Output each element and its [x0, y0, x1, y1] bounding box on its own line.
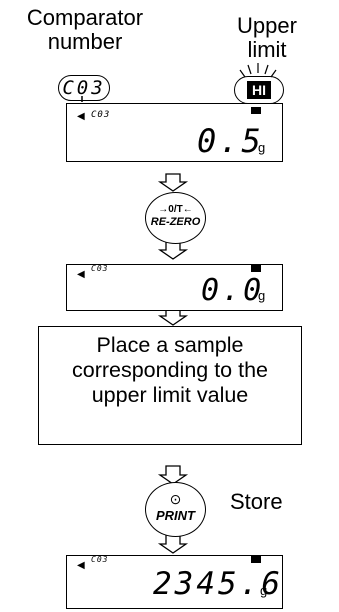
balance-display-3: ◀ C03 2345.6 g — [66, 555, 283, 609]
comparator-number-bubble: C03 — [58, 75, 110, 101]
upper-limit-label: Upper limit — [237, 13, 297, 62]
weight-value: 0.0 — [201, 273, 265, 308]
hi-indicator-icon — [251, 265, 261, 272]
left-arrow-icon: ◀ — [77, 269, 85, 280]
down-arrow-icon — [157, 173, 189, 192]
down-arrow-icon — [157, 534, 189, 554]
rezero-symbol: →0/T← — [158, 204, 193, 215]
hi-indicator-icon — [251, 107, 261, 114]
comparator-readout: C03 — [91, 264, 109, 273]
hi-badge: HI — [234, 76, 284, 104]
print-label: PRINT — [156, 508, 195, 523]
weight-value: 2345.6 — [153, 566, 283, 602]
instruction-line: Place a sample — [96, 333, 244, 357]
instruction-box: Place a sample corresponding to the uppe… — [38, 326, 302, 445]
left-arrow-icon: ◀ — [77, 560, 85, 571]
print-symbol-icon: ⊙ — [169, 491, 182, 507]
hi-indicator: HI — [247, 81, 271, 99]
balance-display-2: ◀ C03 0.0 g — [66, 264, 283, 311]
weight-unit: g — [258, 288, 266, 303]
comparator-readout: C03 — [91, 110, 111, 120]
instruction-line: upper limit value — [91, 383, 249, 407]
hi-indicator-icon — [251, 556, 261, 563]
rezero-label: RE-ZERO — [150, 216, 201, 228]
comparator-number-label: Comparator number — [26, 5, 144, 54]
store-label: Store — [230, 489, 283, 514]
hi-rays-icon — [239, 63, 277, 78]
weight-unit: g — [260, 583, 268, 598]
print-button[interactable]: ⊙ PRINT — [145, 482, 206, 537]
weight-value: 0.5 — [197, 122, 264, 160]
weight-unit: g — [258, 140, 266, 155]
instruction-line: corresponding to the — [71, 358, 269, 382]
rezero-button[interactable]: →0/T← RE-ZERO — [145, 192, 206, 244]
comparator-readout: C03 — [91, 555, 109, 564]
down-arrow-icon — [157, 465, 189, 485]
left-arrow-icon: ◀ — [77, 111, 85, 122]
balance-display-1: ◀ C03 0.5 g — [66, 103, 283, 162]
